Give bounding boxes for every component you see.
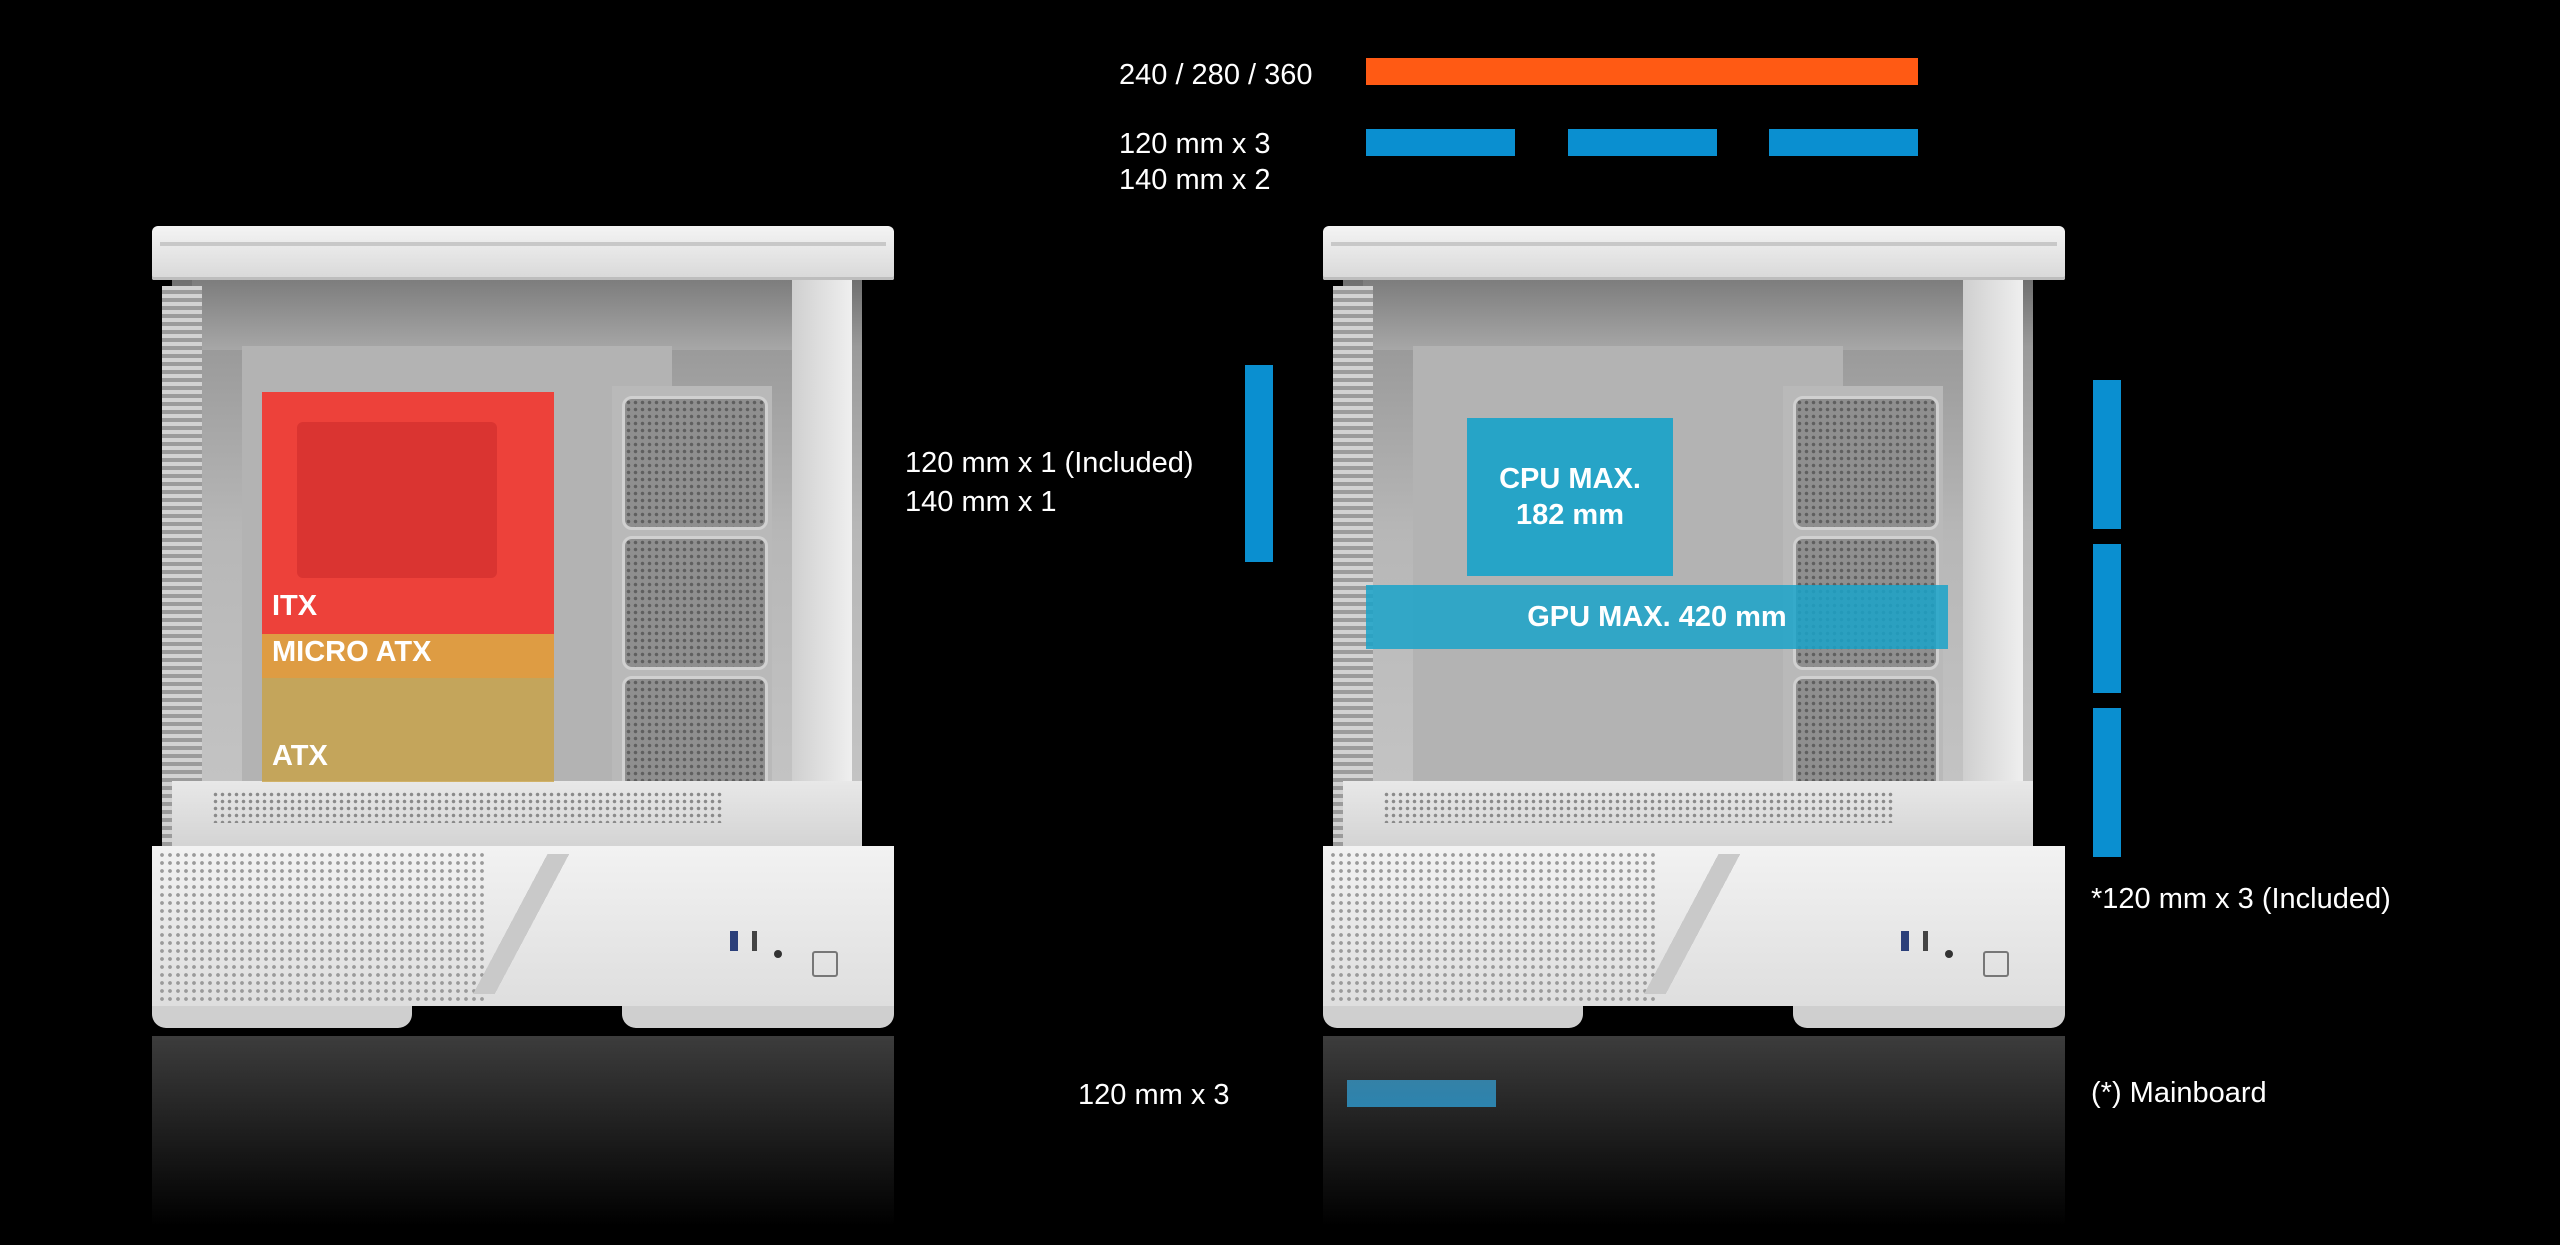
atx-label: ATX	[272, 740, 328, 772]
side-fan-bar-3	[2093, 708, 2121, 857]
case-base-accent	[1523, 854, 1883, 994]
gpu-max-label: GPU MAX. 420 mm	[1527, 601, 1787, 633]
cpu-socket-area	[297, 422, 497, 578]
top-radiator-bar	[1366, 58, 1918, 85]
top-fan-bar-3	[1769, 129, 1918, 156]
top-fan-bar-1	[1366, 129, 1515, 156]
rear-fan-label-line1: 120 mm x 1 (Included)	[905, 447, 1194, 479]
top-fans-label-line2: 140 mm x 2	[1119, 164, 1271, 196]
case-foot-right	[1793, 1006, 2065, 1028]
usb-c-port	[752, 931, 757, 951]
pc-case-right: CPU MAX. 182 mm GPU MAX. 420 mm	[1323, 226, 2065, 1226]
footnote-label: (*) Mainboard	[2091, 1077, 2267, 1109]
case-psu-shroud	[1343, 781, 2033, 851]
bottom-fans-label: 120 mm x 3	[1078, 1079, 1230, 1111]
usb-c-port	[1923, 931, 1928, 951]
rear-fan-label-line2: 140 mm x 1	[905, 486, 1057, 518]
top-radiator-label: 240 / 280 / 360	[1119, 59, 1313, 91]
case-foot-left	[1323, 1006, 1583, 1028]
case-fan-area	[612, 386, 772, 810]
audio-jack	[1945, 950, 1953, 958]
case-psu-shroud	[172, 781, 862, 851]
case-fan-mount	[622, 396, 768, 530]
case-foot-left	[152, 1006, 412, 1028]
case-reflection	[1323, 1036, 2065, 1226]
side-fan-bar-2	[2093, 544, 2121, 693]
case-ceiling	[1363, 280, 1983, 350]
case-front-glass	[792, 280, 852, 840]
case-base-accent	[352, 854, 712, 994]
side-fan-bar-1	[2093, 380, 2121, 529]
power-button-icon	[1983, 951, 2009, 977]
case-left-wall	[1333, 286, 1373, 846]
side-fans-label: *120 mm x 3 (Included)	[2091, 883, 2391, 915]
case-fan-mount	[622, 536, 768, 670]
case-top-panel	[1323, 226, 2065, 280]
cpu-clearance-overlay: CPU MAX. 182 mm	[1467, 418, 1673, 576]
micro-atx-label: MICRO ATX	[272, 636, 432, 668]
case-fan-mount	[1793, 396, 1939, 530]
case-foot-right	[622, 1006, 894, 1028]
usb-port	[730, 931, 738, 951]
power-button-icon	[812, 951, 838, 977]
audio-jack	[774, 950, 782, 958]
cpu-max-line2: 182 mm	[1515, 499, 1624, 531]
case-reflection	[152, 1036, 894, 1226]
case-top-panel	[152, 226, 894, 280]
pc-case-left: ITX MICRO ATX ATX	[152, 226, 894, 1226]
itx-label: ITX	[272, 590, 318, 622]
top-fans-label-line1: 120 mm x 3	[1119, 128, 1271, 160]
gpu-clearance-overlay: GPU MAX. 420 mm	[1366, 585, 1948, 649]
rear-fan-bar	[1245, 365, 1273, 562]
cpu-max-line1: CPU MAX.	[1499, 463, 1641, 495]
case-front-glass	[1963, 280, 2023, 840]
usb-port	[1901, 931, 1909, 951]
case-ceiling	[192, 280, 812, 350]
top-fan-bar-2	[1568, 129, 1717, 156]
case-left-wall	[162, 286, 202, 846]
